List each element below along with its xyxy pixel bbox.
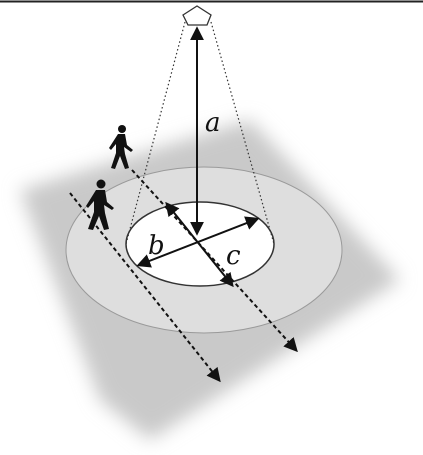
outer-diameter-arrow	[165, 201, 234, 288]
beam-edge-right	[210, 21, 275, 245]
walking-path-front	[69, 192, 221, 383]
label-outer-diameter-c: c	[226, 241, 241, 271]
label-inner-diameter-b: b	[148, 231, 165, 261]
sensor-device-icon	[182, 5, 212, 26]
walking-person-icon	[86, 179, 114, 230]
walking-person-icon	[109, 125, 133, 169]
label-height-a: a	[205, 108, 221, 138]
